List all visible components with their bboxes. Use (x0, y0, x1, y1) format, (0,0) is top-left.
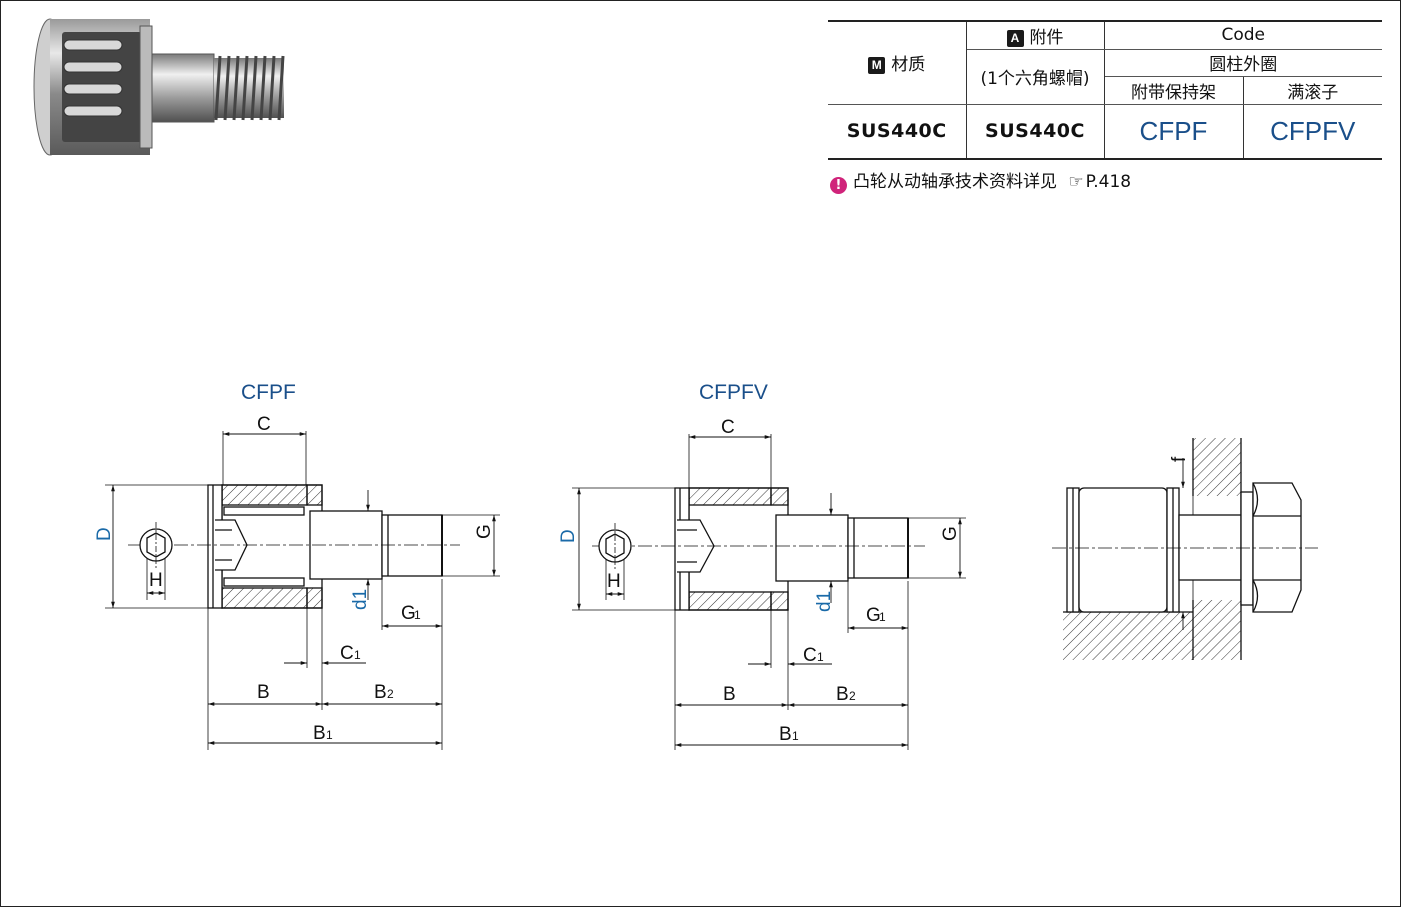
product-photo (33, 18, 285, 156)
accessory-value: SUS440C (966, 104, 1105, 160)
label-c1: C (340, 643, 354, 664)
label-b: B (257, 682, 270, 703)
svg-text:1: 1 (879, 610, 886, 624)
accessory-sub: (1个六角螺帽) (966, 49, 1105, 105)
accessory-header-cell: A 附件 (966, 20, 1105, 50)
page-ref: P.418 (1085, 172, 1132, 192)
label-d1: d1 (350, 589, 371, 610)
drawing-cfpfv: CFPFV (572, 381, 966, 750)
label-c: C (257, 414, 271, 435)
label-c: C (721, 417, 735, 438)
spec-table: M 材质 A 附件 Code (1个六角螺帽) 圆柱外圈 附带保持架 满滚子 SUS… (828, 20, 1382, 160)
tech-note: ! 凸轮从动轴承技术资料详见 ☞P.418 (830, 167, 1131, 194)
labels-cfpfv: C D H G d1 G 1 C 1 B B 2 B 1 (558, 417, 961, 745)
svg-text:1: 1 (354, 648, 361, 662)
drawing-cfpf: CFPF (105, 381, 500, 750)
svg-text:1: 1 (414, 608, 421, 622)
svg-text:2: 2 (387, 687, 394, 701)
label-d: D (94, 527, 115, 541)
svg-text:1: 1 (817, 650, 824, 664)
svg-text:1: 1 (326, 728, 333, 742)
accessory-badge: A (1006, 29, 1024, 47)
label-f: f (1169, 456, 1190, 462)
drawing-mounting (1052, 438, 1318, 660)
code-header: Code (1104, 20, 1382, 50)
material-value: SUS440C (828, 104, 967, 160)
label-b1: B (779, 724, 792, 745)
drawing-title-cfpfv: CFPFV (699, 381, 768, 404)
label-b2: B (836, 684, 849, 705)
label-g: G (940, 526, 961, 541)
label-g1: G (866, 605, 881, 626)
cage-column-header: 附带保持架 (1104, 76, 1244, 105)
code-full-roller: CFPFV (1243, 104, 1382, 160)
material-badge: M (868, 57, 886, 75)
label-h: H (607, 571, 621, 592)
label-g1: G (401, 603, 416, 624)
label-d1: d1 (814, 591, 835, 612)
svg-text:1: 1 (792, 729, 799, 743)
drawing-title-cfpf: CFPF (241, 381, 296, 404)
label-c1: C (803, 645, 817, 666)
full-roller-column-header: 满滚子 (1243, 76, 1382, 105)
label-b1: B (313, 723, 326, 744)
code-cage: CFPF (1104, 104, 1244, 160)
material-header-cell: M 材质 (828, 20, 967, 105)
exclamation-icon: ! (830, 177, 847, 194)
label-b2: B (374, 682, 387, 703)
outer-ring-header: 圆柱外圈 (1104, 49, 1382, 77)
svg-text:2: 2 (849, 689, 856, 703)
pointing-hand-icon: ☞ (1068, 172, 1084, 192)
label-g: G (474, 524, 495, 539)
tech-note-text: 凸轮从动轴承技术资料详见 (853, 172, 1057, 192)
material-header: 材质 (891, 55, 926, 76)
label-b: B (723, 684, 736, 705)
label-d: D (558, 529, 579, 543)
labels-cfpf: C D H G d1 G 1 C 1 B B 2 B 1 (94, 414, 495, 744)
accessory-header: 附件 (1029, 27, 1064, 48)
label-h: H (149, 570, 163, 591)
